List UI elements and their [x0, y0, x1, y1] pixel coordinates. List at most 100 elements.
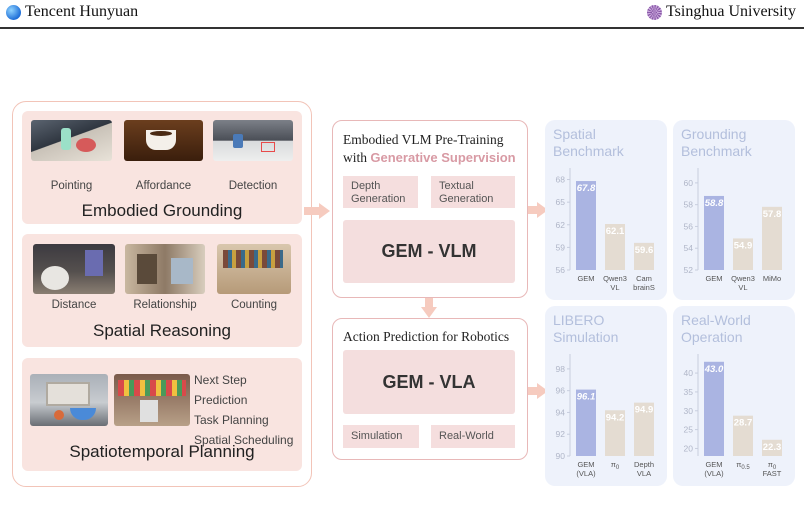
grounding-title: Embodied Grounding	[81, 201, 243, 220]
bar-0	[704, 195, 724, 270]
category-label: π0.5	[736, 460, 750, 471]
y-tick-label: 59	[556, 242, 566, 252]
y-tick-label: 54	[684, 243, 694, 253]
bar-1	[605, 410, 625, 456]
pointing-label: Pointing	[50, 180, 93, 192]
category-label: VL	[738, 283, 747, 292]
task-planning-label: Task Planning	[194, 413, 269, 427]
category-label: π0	[611, 460, 620, 471]
bar-value-label: 57.8	[763, 209, 782, 220]
bar-1	[605, 224, 625, 270]
distance-image	[33, 244, 115, 294]
spatial-title: Spatial Reasoning	[93, 321, 231, 340]
affordance-image	[124, 120, 203, 161]
pointing-image	[31, 120, 112, 161]
counting-image	[217, 244, 291, 294]
counting-label: Counting	[230, 299, 278, 311]
pretrain-title-line1: Embodied VLM Pre-Training	[343, 132, 504, 147]
action-title: Action Prediction for Robotics	[343, 329, 510, 344]
spatial-scheduling-label: Spatial Scheduling	[194, 433, 294, 447]
header-left: Tencent Hunyuan	[6, 3, 138, 21]
bar-value-label: 58.8	[705, 198, 724, 209]
planning-list: Next Step Prediction Task Planning Spati…	[194, 370, 302, 450]
y-tick-label: 25	[684, 425, 694, 435]
arrow-right-2-icon	[522, 202, 548, 218]
bar-1	[733, 238, 753, 270]
y-tick-label: 94	[556, 407, 566, 417]
bar-value-label: 94.9	[635, 405, 654, 416]
affordance-label: Affordance	[135, 180, 192, 192]
header-right-label: Tsinghua University	[666, 3, 796, 20]
category-label: VL	[610, 283, 619, 292]
arrow-right-3-icon	[522, 383, 548, 399]
category-label: (VLA)	[576, 469, 596, 478]
y-tick-label: 40	[684, 368, 694, 378]
textual-generation-pill: Textual Generation	[431, 176, 515, 208]
category-label: Depth	[634, 460, 654, 469]
y-tick-label: 65	[556, 197, 566, 207]
bar-1	[733, 415, 753, 456]
detection-image	[213, 120, 293, 161]
relationship-image	[125, 244, 205, 294]
category-label: Qwen3	[603, 274, 627, 283]
distance-label: Distance	[51, 299, 97, 311]
spatial-section: Distance Relationship Counting Spatial R…	[22, 234, 302, 347]
bar-0	[576, 389, 596, 456]
bar-value-label: 28.7	[734, 418, 753, 429]
bar-value-label: 67.8	[577, 183, 596, 194]
bar-value-label: 96.1	[577, 392, 596, 403]
header-right: Tsinghua University	[647, 3, 796, 21]
category-label: GEM	[577, 274, 594, 283]
grounding-section: Pointing Affordance Detection Embodied G…	[22, 111, 302, 224]
generative-supervision-label: Generative Supervision	[370, 150, 516, 165]
y-tick-label: 60	[684, 178, 694, 188]
y-tick-label: 62	[556, 220, 566, 230]
category-label: Qwen3	[731, 274, 755, 283]
pretrain-title: Embodied VLM Pre-Training with Generativ…	[343, 131, 516, 167]
category-label: VLA	[637, 469, 651, 478]
bar-2	[762, 439, 782, 456]
real-world-operation-title: Real-World Operation	[681, 312, 751, 345]
simulation-pill: Simulation	[343, 425, 419, 448]
bar-0	[576, 181, 596, 270]
tencent-logo-icon	[6, 4, 21, 20]
depth-generation-pill: Depth Generation	[343, 176, 418, 208]
spatial-benchmark-chart: 565962656867.8GEM62.1Qwen3VL59.6Cambrain…	[556, 168, 655, 292]
bar-2	[634, 242, 654, 270]
y-tick-label: 52	[684, 265, 694, 275]
category-label: MiMo	[763, 274, 781, 283]
bar-2	[762, 206, 782, 270]
libero-simulation-title: LIBERO Simulation	[553, 312, 619, 345]
header-divider	[0, 27, 804, 29]
arrow-right-1-icon	[304, 203, 330, 219]
pretrain-box: Embodied VLM Pre-Training with Generativ…	[332, 120, 528, 298]
bar-value-label: 22.3	[763, 442, 782, 453]
action-box: Action Prediction for Robotics GEM - VLA…	[332, 318, 528, 460]
y-tick-label: 58	[684, 200, 694, 210]
tsinghua-seal-icon	[647, 4, 663, 20]
detection-label: Detection	[228, 180, 278, 192]
bar-value-label: 54.9	[734, 240, 753, 251]
y-tick-label: 68	[556, 175, 566, 185]
bar-value-label: 43.0	[704, 364, 724, 375]
y-tick-label: 92	[556, 429, 566, 439]
y-tick-label: 90	[556, 451, 566, 461]
y-tick-label: 96	[556, 386, 566, 396]
bar-value-label: 94.2	[606, 412, 625, 423]
header-left-label: Tencent Hunyuan	[25, 3, 139, 20]
grounding-benchmark-title: Grounding Benchmark	[681, 126, 752, 159]
category-label: GEM	[705, 274, 722, 283]
planning-image-1	[30, 374, 108, 426]
category-label: (VLA)	[704, 469, 724, 478]
category-label: GEM	[577, 460, 594, 469]
planning-title: Spatiotemporal Planning	[69, 442, 255, 461]
pretrain-title-line2: with Generative Supervision	[343, 150, 516, 165]
planning-section: Next Step Prediction Task Planning Spati…	[22, 358, 302, 471]
gem-vla-block: GEM - VLA	[343, 350, 515, 414]
